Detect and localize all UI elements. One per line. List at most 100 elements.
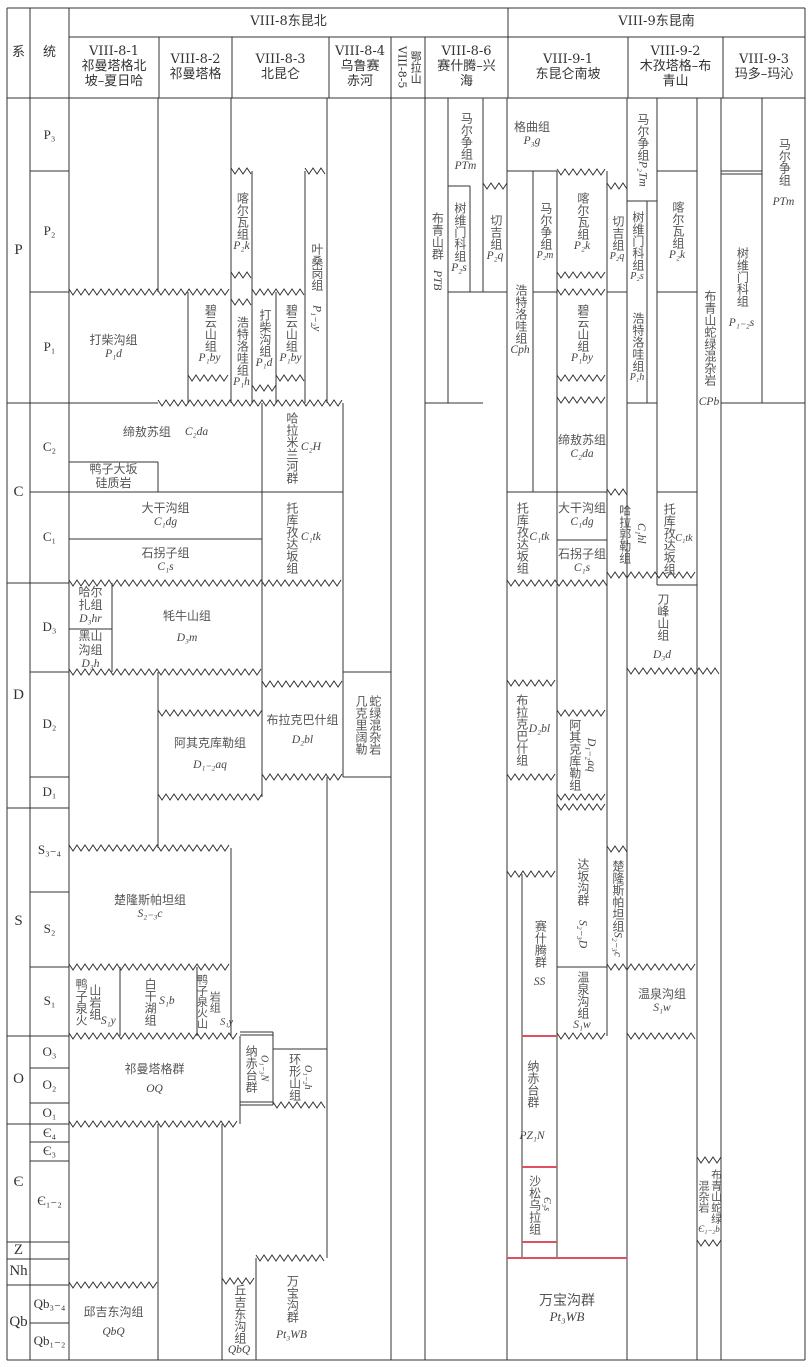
unconformity-line xyxy=(68,1120,238,1128)
unconformity-line xyxy=(275,374,305,382)
system-Cambrian: Є xyxy=(13,1174,24,1191)
system-Nh: Nh xyxy=(9,1263,28,1280)
series-P2: P₂ xyxy=(43,223,56,239)
unconformity-line xyxy=(68,1281,158,1289)
unconformity-line xyxy=(272,1101,326,1109)
unconformity-line xyxy=(696,1239,722,1247)
unconformity-line xyxy=(556,271,606,279)
unconformity-line xyxy=(556,288,606,296)
series-O1: O₁ xyxy=(42,1105,57,1121)
series-D3: D₃ xyxy=(42,619,57,635)
unconformity-line xyxy=(606,571,696,579)
unconformity-line xyxy=(606,963,696,971)
header-series: 统 xyxy=(42,44,56,60)
unconformity-line xyxy=(482,182,508,190)
series-P3: P₃ xyxy=(43,126,56,142)
series-Qb1-2: Qb₁₋₂ xyxy=(33,1333,66,1349)
unconformity-line xyxy=(187,374,229,382)
unconformity-line xyxy=(556,793,606,801)
header-region-8: VIII-8东昆北 xyxy=(250,14,327,30)
series-P1: P₁ xyxy=(43,339,56,355)
header-system: 系 xyxy=(11,44,25,60)
unconformity-line xyxy=(230,298,252,306)
unconformity-line xyxy=(556,709,606,717)
unconformity-line xyxy=(230,271,252,279)
unconformity-line xyxy=(221,1277,255,1285)
unconformity-line xyxy=(696,1156,722,1164)
series-Cambrian3: Є₃ xyxy=(42,1143,57,1159)
system-O: O xyxy=(13,1071,24,1088)
series-Qb3-4: Qb₃₋₄ xyxy=(33,1295,66,1311)
unconformity-line xyxy=(556,1032,606,1040)
series-C1: C₁ xyxy=(42,529,57,545)
unconformity-line xyxy=(606,845,628,853)
system-P: P xyxy=(14,242,23,259)
unconformity-line xyxy=(261,680,343,688)
system-Qb: Qb xyxy=(9,1313,28,1330)
unconformity-line xyxy=(68,288,230,296)
formation: 几克里阔勒蛇绿混杂岩 xyxy=(354,694,382,755)
formation: 鸭子大坂硅质岩 xyxy=(89,462,138,490)
unconformity-line xyxy=(626,667,720,675)
unconformity-line xyxy=(304,167,326,175)
unconformity-line xyxy=(157,399,343,407)
series-O2: O₂ xyxy=(42,1077,57,1093)
series-Cambrian1-2: Є₁₋₂ xyxy=(37,1193,62,1209)
unconformity-line xyxy=(157,793,263,801)
unconformity-line xyxy=(68,844,230,852)
series-D1: D₁ xyxy=(42,784,57,800)
system-D: D xyxy=(13,686,24,703)
